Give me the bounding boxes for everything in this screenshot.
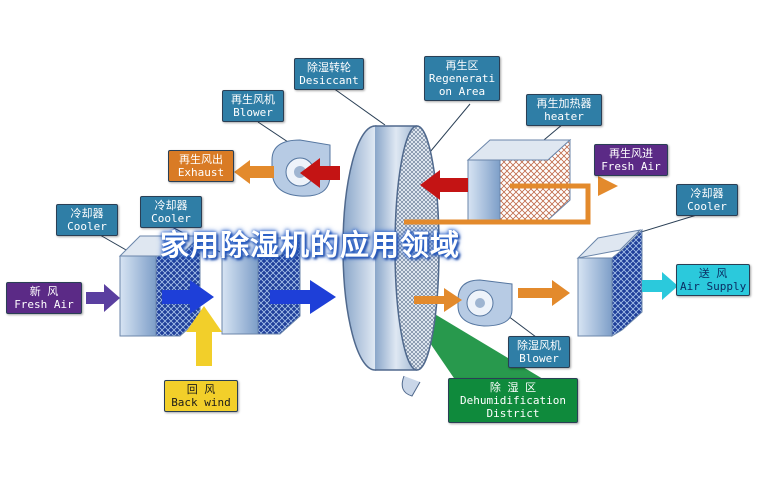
cooler-label-3-zh: 冷却器 bbox=[690, 187, 724, 200]
dehum-district-label-en-2: District bbox=[486, 407, 540, 420]
page-title-banner: 家用除湿机的应用领域 bbox=[160, 228, 461, 262]
regen-area-label-en-1: Regenerati bbox=[428, 72, 496, 85]
air-supply-label-zh: 送 风 bbox=[698, 267, 728, 280]
cooler-label-3: 冷却器 Cooler bbox=[676, 184, 738, 216]
cooler-label-1: 冷却器 Cooler bbox=[56, 204, 118, 236]
cooler-box-3 bbox=[576, 228, 643, 337]
cooler-label-2-en: Cooler bbox=[151, 212, 191, 225]
air-supply-label: 送 风 Air Supply bbox=[676, 264, 750, 296]
cooler-label-2-zh: 冷却器 bbox=[154, 199, 188, 212]
back-wind-label: 回 风 Back wind bbox=[164, 380, 238, 412]
regen-fresh-air-label-en: Fresh Air bbox=[601, 160, 661, 173]
cooler-label-1-zh: 冷却器 bbox=[70, 207, 104, 220]
regen-feed-path bbox=[404, 214, 591, 225]
regen-fresh-air-label: 再生风进 Fresh Air bbox=[594, 144, 668, 176]
dehum-district-label-en-1: Dehumidification bbox=[460, 394, 566, 407]
back-wind-arrow bbox=[186, 306, 222, 366]
regen-blower-label: 再生风机 Blower bbox=[222, 90, 284, 122]
dehum-district-label-zh: 除 湿 区 bbox=[489, 381, 537, 394]
air-supply-arrow bbox=[642, 272, 678, 300]
regen-heater-label-zh: 再生加热器 bbox=[536, 97, 592, 110]
back-wind-label-zh: 回 风 bbox=[186, 383, 216, 396]
cooler-label-3-en: Cooler bbox=[687, 200, 727, 213]
regen-fresh-arrowhead bbox=[598, 176, 618, 196]
regen-exhaust-label: 再生风出 Exhaust bbox=[168, 150, 234, 182]
process-air-arrow-1 bbox=[162, 280, 214, 314]
desiccant-label-en: Desiccant bbox=[299, 74, 359, 87]
regen-blower-label-en: Blower bbox=[233, 106, 273, 119]
dehum-blower-label: 除湿风机 Blower bbox=[508, 336, 570, 368]
fresh-air-label-en: Fresh Air bbox=[14, 298, 74, 311]
cooler-box-1 bbox=[118, 234, 202, 337]
heated-loop-path bbox=[510, 183, 591, 214]
regen-area-label: 再生区 Regenerati on Area bbox=[424, 56, 500, 101]
dehum-blower-label-zh: 除湿风机 bbox=[517, 339, 561, 352]
cooler-label-1-en: Cooler bbox=[67, 220, 107, 233]
dehum-district-label: 除 湿 区 Dehumidification District bbox=[448, 378, 578, 423]
regen-exhaust-label-zh: 再生风出 bbox=[179, 153, 223, 166]
airflow-arrows bbox=[86, 158, 678, 366]
regen-area-label-en-2: on Area bbox=[438, 85, 486, 98]
desiccant-wheel bbox=[342, 125, 440, 397]
fresh-air-label: 新 风 Fresh Air bbox=[6, 282, 82, 314]
desiccant-label-zh: 除湿转轮 bbox=[307, 61, 351, 74]
regeneration-heater-box bbox=[466, 138, 572, 221]
dry-air-arrow-1 bbox=[414, 288, 462, 312]
regen-heater-label-en: heater bbox=[544, 110, 584, 123]
dry-air-arrow-2 bbox=[518, 280, 570, 306]
regen-exhaust-label-en: Exhaust bbox=[177, 166, 225, 179]
dehum-blower-label-en: Blower bbox=[519, 352, 559, 365]
regen-area-label-zh: 再生区 bbox=[445, 59, 479, 72]
regen-arrow-to-blower bbox=[300, 158, 340, 188]
regen-arrow-from-heater bbox=[420, 170, 468, 200]
fresh-air-label-zh: 新 风 bbox=[29, 285, 59, 298]
cooler-label-2: 冷却器 Cooler bbox=[140, 196, 202, 228]
regen-heater-label: 再生加热器 heater bbox=[526, 94, 602, 126]
fresh-air-arrow bbox=[86, 284, 120, 312]
exhaust-arrow bbox=[234, 160, 274, 184]
process-air-arrow-2 bbox=[270, 280, 336, 314]
back-wind-label-en: Back wind bbox=[171, 396, 231, 409]
air-supply-label-en: Air Supply bbox=[680, 280, 747, 293]
regen-blower-label-zh: 再生风机 bbox=[231, 93, 275, 106]
regen-fresh-air-label-zh: 再生风进 bbox=[609, 147, 653, 160]
cooler-box-2 bbox=[220, 236, 302, 335]
dehumidification-blower bbox=[457, 279, 513, 327]
desiccant-label: 除湿转轮 Desiccant bbox=[294, 58, 364, 90]
